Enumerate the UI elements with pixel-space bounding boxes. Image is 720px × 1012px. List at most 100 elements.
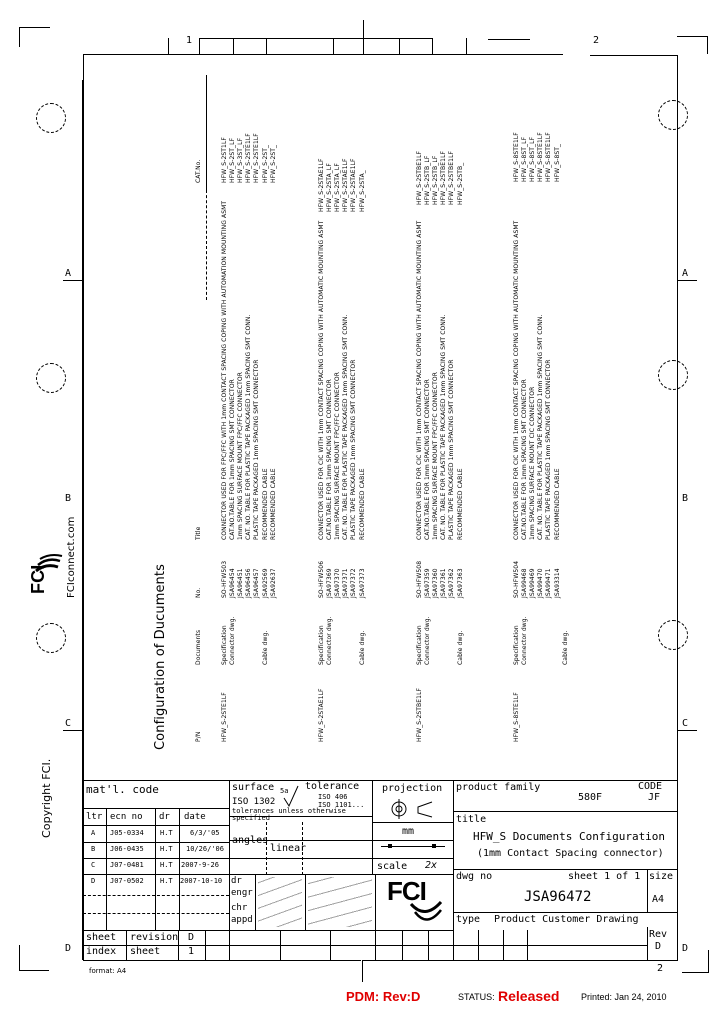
title-label: title — [456, 814, 487, 825]
rev-ltr: B — [91, 845, 96, 853]
rev-value: D — [655, 941, 662, 952]
doc-no: JSA99470 — [537, 568, 544, 598]
col-header-no: No. — [195, 587, 202, 598]
rev-date: 10/26/'06 — [186, 845, 224, 853]
punch-hole-icon — [36, 103, 66, 133]
cat-no: HFW_S-8STE1LF — [545, 132, 552, 182]
doc-title: CONNECTOR USED FOR FPC/FFC WITH 1mm CONT… — [221, 200, 228, 540]
surface-finish-icon — [283, 785, 299, 808]
rev-ecn: J06-0435 — [110, 845, 144, 853]
doc-no: JSA97361 — [440, 568, 447, 598]
cat-no: HFW_S-2STA_LF — [334, 163, 341, 212]
doc-type: Specification — [318, 625, 325, 665]
product-family-label: product family — [456, 782, 541, 793]
cat-no: HFW_S-2ST_ — [270, 144, 277, 183]
rev-header-dr: dr — [159, 812, 170, 822]
projection-label: projection — [382, 783, 443, 794]
doc-title: CAT.NO.TABLE FOR 1mm SPACING SMT CONNECT… — [424, 379, 431, 540]
rev-dr: H.T — [160, 877, 173, 885]
format-label: format: A4 — [89, 967, 127, 975]
zone-letter-a-left: A — [65, 268, 72, 279]
printed-date: Printed: Jan 24, 2010 — [581, 992, 667, 1002]
zone-letter-c-left: C — [65, 718, 72, 729]
zone-letter-d-left: D — [65, 943, 72, 954]
surface-label: surface — [232, 782, 275, 793]
cat-no: HFW_S-2STA_ — [359, 170, 366, 212]
doc-no: JSA97362 — [448, 568, 455, 598]
sheet-index-label-2: index — [86, 946, 117, 957]
status-label: STATUS: — [458, 992, 495, 1002]
cat-no: HFW_S-2ST_LF — [229, 137, 236, 183]
dwg-no-value: JSA96472 — [524, 889, 592, 905]
code-value: JF — [648, 792, 661, 803]
doc-type: Specification — [513, 625, 520, 665]
drawing-title-line-1: HFW_S Documents Configuration — [473, 830, 666, 843]
copyright-text: Copyright FCI. — [40, 758, 53, 838]
doc-no: JSA97359 — [424, 568, 431, 598]
fci-logo: FCI — [387, 876, 427, 906]
doc-type: Connector dwg. — [424, 616, 431, 665]
projection-symbol-icon — [391, 799, 433, 819]
group-pn: HFW_S-2STBE1LF — [416, 687, 423, 742]
rev-dr: H.T — [160, 845, 173, 853]
tolerance-label: tolerance — [305, 781, 360, 792]
doc-no: JSA96456 — [245, 568, 252, 598]
doc-title: CAT. NO. TABLE FOR PLASTIC TAPE PACKAGED… — [537, 314, 544, 540]
doc-title: CAT. NO. TABLE FOR PLASTIC TAPE PACKAGED… — [342, 314, 349, 540]
doc-no: JSA96451 — [237, 568, 244, 598]
signature-scribble — [308, 877, 372, 927]
group-pn: HFW_S-8STE1LF — [513, 692, 520, 742]
doc-no: JSA97363 — [457, 568, 464, 598]
code-label: CODE — [638, 781, 663, 792]
approval-chr: chr — [231, 903, 248, 913]
doc-title: CONNECTOR USED FOR CIC WITH 1mm CONTACT … — [513, 220, 520, 540]
zone-number-2: 2 — [593, 35, 600, 46]
zone-number-2-bottom: 2 — [657, 963, 664, 974]
doc-no: JSA97372 — [350, 568, 357, 598]
revision-value: D — [188, 932, 195, 943]
product-family-value: 580F — [578, 792, 603, 803]
doc-title: CAT. NO. TABLE FOR PLASTIC TAPE PACKAGED… — [245, 314, 252, 540]
doc-no: SO-HFW508 — [416, 560, 423, 598]
zone-number-1: 1 — [186, 35, 193, 46]
scale-value: 2x — [425, 860, 438, 871]
cat-no: HFW_S-8STE1LF — [537, 132, 544, 182]
cat-no: HFW_S-2STE1LF — [245, 133, 252, 183]
doc-title: RECOMMENDED CABLE — [359, 468, 366, 540]
rev-ltr: C — [91, 861, 96, 869]
cat-no: HFW_S-2STBE1LF — [448, 150, 455, 205]
rev-date: 2007-10-10 — [180, 877, 223, 885]
cat-no: HFW_S-2STB_LF — [432, 155, 439, 205]
tolerance-std-2: ISO 1101... — [318, 801, 365, 809]
doc-no: JSA96454 — [229, 568, 236, 598]
rev-ltr: D — [91, 877, 96, 885]
cat-no: HFW_S-2STBE1LF — [416, 150, 423, 205]
approval-engr: engr — [231, 888, 253, 898]
rev-ecn: J07-0502 — [110, 877, 144, 885]
doc-title: CONNECTOR USED FOR CIC WITH 1mm CONTACT … — [318, 220, 325, 540]
cat-no: HFW_S-8STE1LF — [513, 132, 520, 182]
rev-date: 2007-9-26 — [181, 861, 219, 869]
doc-title: RECOMMENDED CABLE — [270, 468, 277, 540]
rev-dr: H.T — [160, 861, 173, 869]
doc-no: JSA99468 — [521, 568, 528, 598]
doc-no: SO-HFW504 — [513, 560, 520, 598]
doc-type: Connector dwg. — [229, 616, 236, 665]
cat-no: HFW_S-2STAE1LF — [318, 158, 325, 212]
rev-header-ecn: ecn no — [110, 812, 143, 822]
doc-title: 1mm SPACING SURFACE MOUNT FPC/FFC CONNEC… — [237, 372, 244, 540]
approval-dr: dr — [231, 876, 242, 886]
doc-no: JSA97371 — [342, 568, 349, 598]
rev-ecn: J07-0481 — [110, 861, 144, 869]
approval-appd: appd — [231, 915, 253, 925]
cat-no: HFW_S-2ST1LF — [221, 137, 228, 183]
rev-ecn: J05-0334 — [110, 829, 144, 837]
rev-date: 6/3/'05 — [190, 829, 220, 837]
doc-title: RECOMMENDED CABLE — [262, 468, 269, 540]
col-header-catno: CAT.No. — [195, 159, 202, 183]
page-title: Configuration of Ducuments — [153, 564, 168, 750]
cat-no: HFW_S-3ST_LF — [237, 137, 244, 183]
rev-header-date: date — [184, 812, 206, 822]
doc-title: 1mm SPACING SURFACE MOUNT CIC CONNECTOR — [529, 386, 536, 540]
status-value: Released — [498, 988, 560, 1004]
